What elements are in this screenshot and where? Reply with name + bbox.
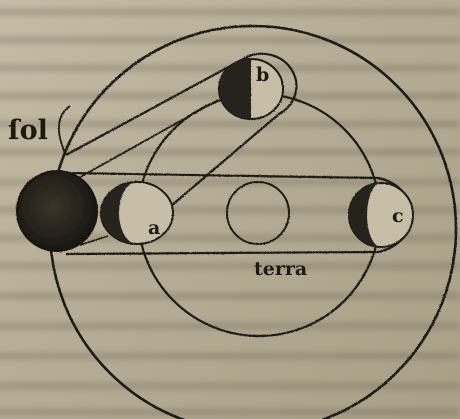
earth-label: terra [254, 258, 307, 280]
moon-b-label: b [256, 64, 269, 86]
moon-b-shadow [219, 59, 251, 119]
sun [17, 171, 97, 251]
sun-label: ſol [8, 115, 48, 146]
earth-circle [227, 182, 289, 244]
moon-c-label: c [392, 205, 404, 227]
moon-a-label: a [148, 217, 160, 239]
